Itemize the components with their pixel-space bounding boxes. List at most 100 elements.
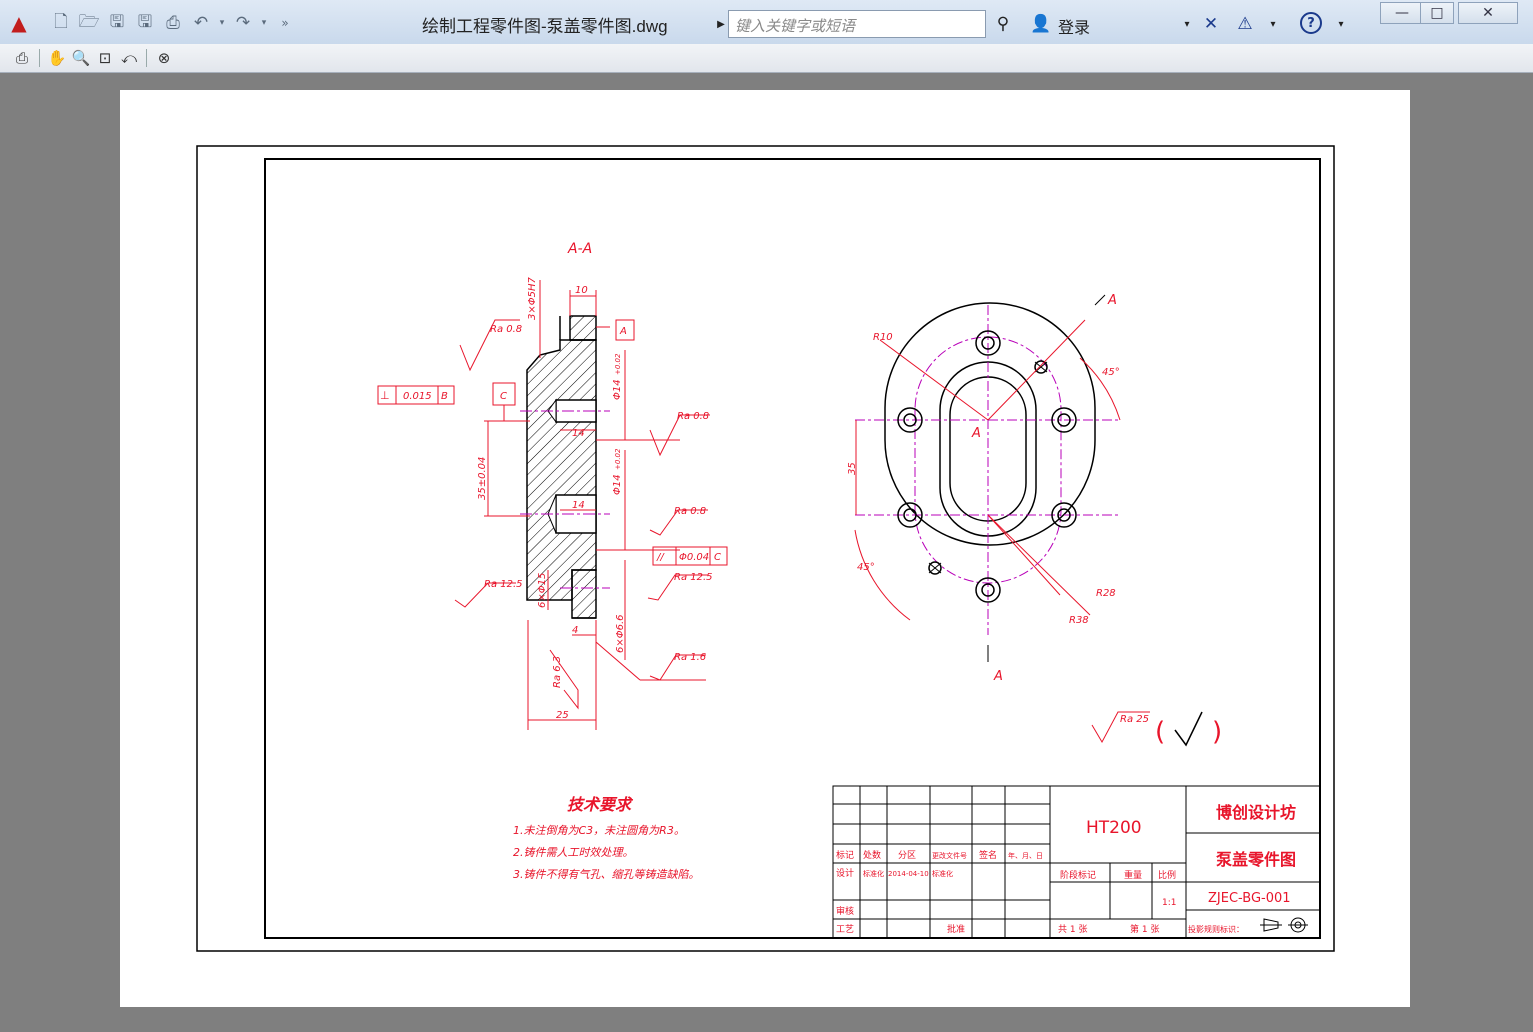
front-view: R10 45° 45° 35 R28 R38 A A A <box>847 293 1121 684</box>
open-icon[interactable]: 🗁 <box>78 11 100 32</box>
preview-toolbar: ⎙ ✋ 🔍 ⊡ ⤺ ⊗ <box>0 44 1533 73</box>
tb-head-mark: 标记 <box>836 849 854 861</box>
close-button[interactable]: ✕ <box>1458 2 1518 24</box>
new-icon[interactable]: 🗋 <box>54 11 68 32</box>
undo-icon[interactable]: ↶ <box>193 13 209 33</box>
tb-head-count: 处数 <box>863 849 881 861</box>
pan-icon[interactable]: ✋ <box>47 49 67 67</box>
inner-border <box>264 158 1321 939</box>
more-icon[interactable]: » <box>281 16 289 30</box>
close-preview-icon[interactable]: ⊗ <box>157 49 171 67</box>
help-icon[interactable]: ? <box>1300 12 1322 34</box>
ra-general: Ra 25 <box>1120 714 1149 725</box>
quick-access-toolbar: ▲ 🗋 🗁 🖫 🖫 ⎙ ↶ ▾ ↷ ▾ » <box>8 8 296 38</box>
save-icon[interactable]: 🖫 <box>109 11 125 32</box>
dia-lower-tol: +0.02 <box>614 448 622 470</box>
ra-left-bottom: Ra 12.5 <box>484 579 523 590</box>
paper-sheet: A-A <box>120 90 1410 1007</box>
tb-std-name: 标准化 <box>932 869 953 878</box>
perp-tol: 0.015 <box>403 391 432 402</box>
document-title: 绘制工程零件图-泵盖零件图.dwg <box>422 17 668 36</box>
title-bar: ▲ 🗋 🗁 🖫 🖫 ⎙ ↶ ▾ ↷ ▾ » 绘制工程零件图-泵盖零件图.dwg … <box>0 0 1533 45</box>
dim-angle-top: 45° <box>1102 367 1120 378</box>
tb-scale-h: 比例 <box>1158 869 1176 881</box>
tech-item-2: 2.铸件需人工时效处理。 <box>513 846 634 859</box>
toolbar-separator <box>39 49 40 67</box>
ra-top: Ra 0.8 <box>490 324 522 335</box>
svg-text:): ) <box>1212 717 1222 747</box>
svg-text:⊥: ⊥ <box>380 389 390 402</box>
print-icon[interactable]: ⎙ <box>15 49 28 67</box>
outer-border <box>196 145 1335 952</box>
ra-63: Ra 6.3 <box>552 656 563 688</box>
center-dist: 35±0.04 <box>477 457 488 500</box>
autodesk-dropdown-icon[interactable]: ▾ <box>1270 18 1276 30</box>
tb-process: 工艺 <box>836 924 854 935</box>
projection-symbol-icon <box>1260 917 1308 933</box>
dim-angle-bottom: 45° <box>857 562 875 573</box>
autodesk-icon[interactable]: ⚠ <box>1237 14 1253 34</box>
search-input[interactable]: 键入关键字或短语 <box>728 10 986 38</box>
tb-date: 2014-04-10 <box>888 870 929 878</box>
dim-r28: R28 <box>1096 588 1116 599</box>
tb-drawing-name: 泵盖零件图 <box>1215 850 1296 869</box>
tb-scale: 1:1 <box>1162 898 1176 908</box>
redo-dropdown-icon[interactable]: ▾ <box>261 18 267 28</box>
preview-canvas[interactable]: A-A <box>0 73 1533 1032</box>
dia-upper: Φ14 <box>612 379 623 400</box>
maximize-button[interactable]: □ <box>1420 2 1454 24</box>
zoom-window-icon[interactable]: ⊡ <box>98 49 112 67</box>
login-dropdown-icon[interactable]: ▾ <box>1184 18 1190 30</box>
tech-requirements: 技术要求 1.未注倒角为C3，未注圆角为R3。 2.铸件需人工时效处理。 3.铸… <box>513 795 700 881</box>
tb-head-sign: 签名 <box>979 849 997 861</box>
dim-height: 35 <box>847 462 858 475</box>
help-dropdown-icon[interactable]: ▾ <box>1338 18 1344 30</box>
depth-lower: 14 <box>572 500 585 511</box>
par-tol: Φ0.04 <box>679 552 709 563</box>
print-icon[interactable]: ⎙ <box>166 13 180 33</box>
title-block: 标记 处数 分区 更改文件号 签名 年、月、日 设计 标准化 2014-04-1… <box>832 785 1321 939</box>
tb-stage: 阶段标记 <box>1060 869 1096 881</box>
undo-dropdown-icon[interactable]: ▾ <box>219 18 225 28</box>
zoom-original-icon[interactable]: ⤺ <box>120 49 138 67</box>
dim-top-width: 10 <box>575 285 588 296</box>
autocad-logo-icon[interactable]: ▲ <box>11 11 27 35</box>
section-a-center: A <box>971 426 981 441</box>
svg-text:(: ( <box>1155 717 1165 747</box>
login-button[interactable]: 登录 <box>1058 20 1091 37</box>
dim-holes: 3×Φ5H7 <box>527 277 538 320</box>
tb-material: HT200 <box>1086 818 1142 838</box>
tb-head-file: 更改文件号 <box>932 851 967 860</box>
binoculars-icon[interactable]: ⚲ <box>996 14 1010 34</box>
dia-upper-tol: +0.02 <box>614 353 622 375</box>
general-roughness: Ra 25 ( ) <box>1091 711 1222 747</box>
tb-sheet-no: 第 1 张 <box>1130 923 1159 935</box>
zoom-icon[interactable]: 🔍 <box>71 49 91 67</box>
tech-item-1: 1.未注倒角为C3，未注圆角为R3。 <box>513 824 685 837</box>
tb-weight: 重量 <box>1124 869 1142 881</box>
section-a-bottom: A <box>993 669 1003 684</box>
datum-c: C <box>500 391 507 402</box>
dim-r10: R10 <box>873 332 893 343</box>
tb-head-date: 年、月、日 <box>1008 851 1043 860</box>
hole6b: 6×Φ6.6 <box>615 614 626 653</box>
tb-std: 标准化 <box>863 869 884 878</box>
drawing-svg: A-A <box>196 145 1335 952</box>
redo-icon[interactable]: ↷ <box>235 13 251 33</box>
minimize-button[interactable]: — <box>1380 2 1424 24</box>
total-width: 25 <box>556 710 569 721</box>
search-expand-icon[interactable]: ▶ <box>717 18 725 30</box>
exchange-icon[interactable]: ✕ <box>1203 14 1219 34</box>
ra-lower: Ra 0.8 <box>674 506 706 517</box>
tb-approve: 批准 <box>947 923 965 935</box>
dim-r38: R38 <box>1069 615 1089 626</box>
ra-mid: Ra 0.8 <box>677 411 709 422</box>
dia-lower: Φ14 <box>612 474 623 495</box>
small4: 4 <box>572 625 578 636</box>
tb-design: 设计 <box>836 867 854 879</box>
user-icon[interactable]: 👤 <box>1030 14 1052 34</box>
tb-company: 博创设计坊 <box>1216 803 1296 822</box>
tb-drawing-no: ZJEC-BG-001 <box>1208 891 1291 906</box>
ra-right-bottom: Ra 12.5 <box>674 572 713 583</box>
saveas-icon[interactable]: 🖫 <box>137 11 153 32</box>
